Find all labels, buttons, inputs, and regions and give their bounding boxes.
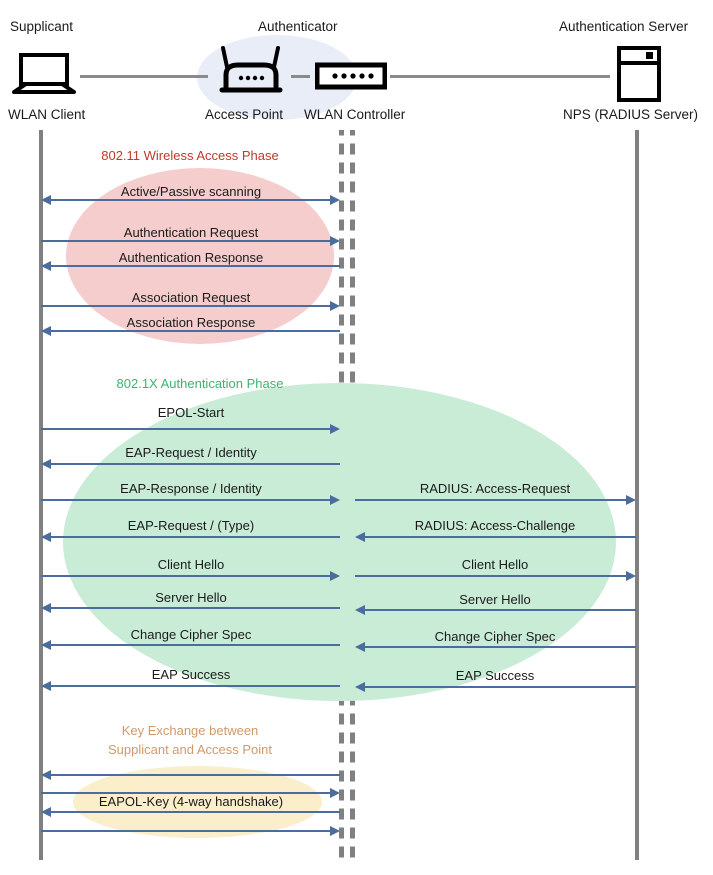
phase-blob-key-exchange	[73, 766, 322, 838]
message-arrowhead-eapol-key-4	[330, 826, 340, 836]
message-label-eap-response-identity: EAP-Response / Identity	[120, 481, 262, 496]
message-label-radius-access-request: RADIUS: Access-Request	[419, 481, 571, 496]
message-label-server-hello-left: Server Hello	[155, 590, 227, 605]
message-line-active-passive-scanning	[51, 199, 330, 201]
wire-client-to-ap	[80, 75, 208, 78]
message-arrowhead-eap-success-right	[355, 682, 365, 692]
message-line-association-request	[41, 305, 330, 307]
message-arrowhead-server-hello-left	[41, 603, 51, 613]
phase-label-wireless-access: 802.11 Wireless Access Phase	[101, 148, 279, 163]
message-arrowhead-active-passive-scanning-left	[41, 195, 51, 205]
message-label-server-hello-right: Server Hello	[459, 592, 531, 607]
message-arrowhead-eap-success-left	[41, 681, 51, 691]
message-line-eap-success-left	[51, 685, 340, 687]
message-arrowhead-radius-access-challenge	[355, 532, 365, 542]
message-arrowhead-eap-request-type	[41, 532, 51, 542]
message-line-radius-access-challenge	[365, 536, 636, 538]
message-arrowhead-association-request	[330, 301, 340, 311]
lifeline-authentication-server	[635, 130, 639, 860]
message-label-association-request: Association Request	[131, 290, 251, 305]
message-arrowhead-eapol-key-3	[41, 807, 51, 817]
message-arrowhead-eapol-key-2	[330, 788, 340, 798]
message-line-authentication-response	[51, 265, 340, 267]
message-label-change-cipher-spec-left: Change Cipher Spec	[130, 627, 252, 642]
message-line-client-hello-right	[355, 575, 626, 577]
message-label-radius-access-challenge: RADIUS: Access-Challenge	[414, 518, 576, 533]
server-icon	[617, 46, 661, 102]
message-arrowhead-radius-access-request	[626, 495, 636, 505]
message-line-radius-access-request	[355, 499, 626, 501]
message-label-eap-request-type: EAP-Request / (Type)	[127, 518, 255, 533]
message-label-authentication-request: Authentication Request	[123, 225, 259, 240]
wire-ap-to-controller	[291, 75, 310, 78]
message-label-change-cipher-spec-right: Change Cipher Spec	[434, 629, 556, 644]
actor-device-wlan-controller: WLAN Controller	[304, 107, 406, 122]
phase-blob-dot1x-authentication	[63, 383, 616, 701]
phase-label-dot1x-authentication: 802.1X Authentication Phase	[116, 376, 284, 391]
phase-label-key-exchange-line1: Key Exchange between	[121, 723, 259, 738]
message-line-epol-start	[41, 428, 330, 430]
message-arrowhead-active-passive-scanning-right	[330, 195, 340, 205]
message-line-eapol-key-4	[41, 830, 330, 832]
laptop-icon	[10, 52, 78, 96]
message-label-association-response: Association Response	[126, 315, 256, 330]
message-line-eapol-key-1	[51, 774, 340, 776]
message-arrowhead-authentication-response	[41, 261, 51, 271]
message-label-epol-start: EPOL-Start	[157, 405, 225, 420]
message-line-server-hello-right	[365, 609, 636, 611]
message-line-eap-response-identity	[41, 499, 330, 501]
message-line-eap-request-identity	[51, 463, 340, 465]
message-arrowhead-eapol-key-1	[41, 770, 51, 780]
message-arrowhead-epol-start	[330, 424, 340, 434]
message-arrowhead-client-hello-left	[330, 571, 340, 581]
message-label-eapol-key-4-way-handshake: EAPOL-Key (4-way handshake)	[98, 794, 284, 809]
message-line-eap-success-right	[365, 686, 636, 688]
actor-device-wlan-client: WLAN Client	[8, 107, 86, 122]
actor-device-nps-radius-server: NPS (RADIUS Server)	[563, 107, 699, 122]
message-line-change-cipher-spec-left	[51, 644, 340, 646]
phase-blob-wireless-access	[66, 168, 334, 344]
message-line-eap-request-type	[51, 536, 340, 538]
actor-role-authentication-server: Authentication Server	[559, 19, 689, 34]
message-line-authentication-request	[41, 240, 330, 242]
message-label-eap-request-identity: EAP-Request / Identity	[125, 445, 257, 460]
actor-role-authenticator: Authenticator	[258, 19, 338, 34]
wlan-controller-icon	[314, 62, 388, 90]
message-label-authentication-response: Authentication Response	[118, 250, 264, 265]
actor-device-access-point: Access Point	[205, 107, 284, 122]
message-label-eap-success-right: EAP Success	[455, 668, 535, 683]
message-line-association-response	[51, 330, 340, 332]
message-arrowhead-eap-request-identity	[41, 459, 51, 469]
actor-role-supplicant: Supplicant	[10, 19, 74, 34]
message-line-eapol-key-3	[51, 811, 340, 813]
access-point-icon	[212, 45, 290, 97]
message-label-active-passive-scanning: Active/Passive scanning	[120, 184, 262, 199]
message-line-change-cipher-spec-right	[365, 646, 636, 648]
message-line-client-hello-left	[41, 575, 330, 577]
message-label-client-hello-right: Client Hello	[461, 557, 529, 572]
lifeline-supplicant	[39, 130, 43, 860]
wire-controller-to-server	[390, 75, 610, 78]
message-arrowhead-authentication-request	[330, 236, 340, 246]
message-arrowhead-change-cipher-spec-left	[41, 640, 51, 650]
message-arrowhead-server-hello-right	[355, 605, 365, 615]
message-arrowhead-association-response	[41, 326, 51, 336]
message-label-eap-success-left: EAP Success	[151, 667, 231, 682]
message-arrowhead-client-hello-right	[626, 571, 636, 581]
message-arrowhead-eap-response-identity	[330, 495, 340, 505]
message-arrowhead-change-cipher-spec-right	[355, 642, 365, 652]
message-line-server-hello-left	[51, 607, 340, 609]
message-line-eapol-key-2	[41, 792, 330, 794]
message-label-client-hello-left: Client Hello	[157, 557, 225, 572]
phase-label-key-exchange-line2: Supplicant and Access Point	[107, 742, 273, 757]
